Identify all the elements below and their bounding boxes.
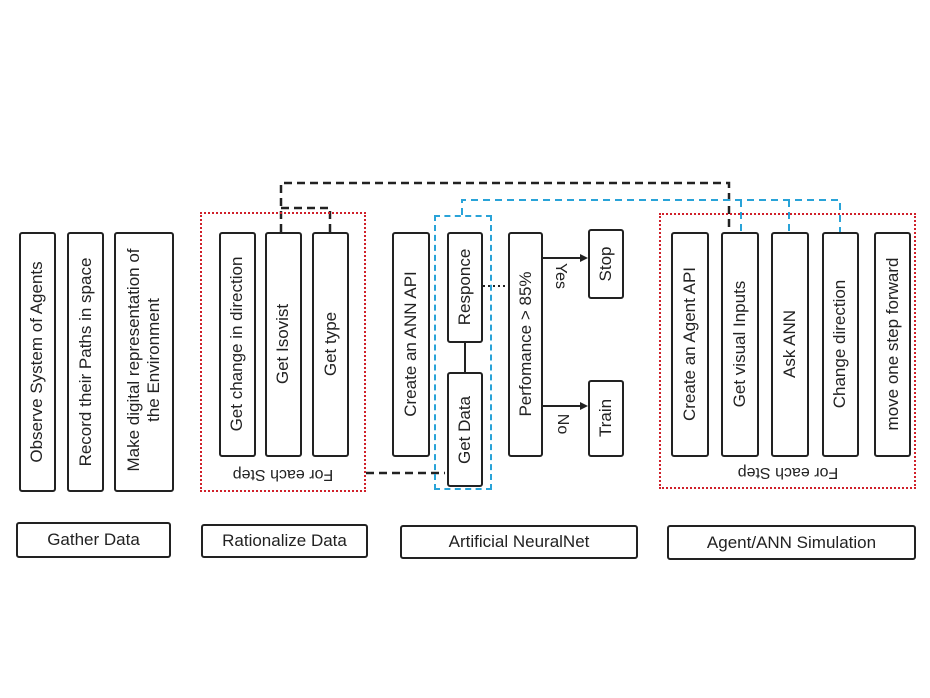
simulation-loop-border xyxy=(659,213,916,489)
digital-representation-box xyxy=(114,232,174,492)
ann-link xyxy=(461,199,841,232)
isovist-text: Get Isovist xyxy=(273,303,292,385)
data-link-top xyxy=(279,181,731,232)
no-label: No xyxy=(554,413,571,435)
get-data-box xyxy=(447,372,483,487)
ask-ann-box xyxy=(771,232,809,457)
rationalize-loop-border xyxy=(200,212,366,492)
stop-box xyxy=(588,229,624,299)
ann-response-group xyxy=(434,215,492,490)
train-box xyxy=(588,380,624,457)
ann-label: Artificial NeuralNet xyxy=(400,525,638,559)
performance-text: Perfomance > 85% xyxy=(516,271,535,417)
simulation-loop-label: For each Step xyxy=(737,464,839,481)
record-paths-box xyxy=(67,232,104,492)
stop-text: Stop xyxy=(596,246,615,282)
create-agent-text: Create an Agent API xyxy=(680,266,699,422)
train-text: Train xyxy=(596,398,615,438)
visual-inputs-text: Get visual Inputs xyxy=(730,280,749,408)
get-data-text: Get Data xyxy=(455,395,474,465)
create-agent-box xyxy=(671,232,709,457)
type-box xyxy=(312,232,349,457)
change-direction-text: Get change in direction xyxy=(227,256,246,432)
rationalize-data-label: Rationalize Data xyxy=(201,524,368,558)
ask-ann-text: Ask ANN xyxy=(780,309,799,379)
arrow-yes-head xyxy=(580,254,588,262)
change-direction-sim-box xyxy=(822,232,859,457)
digital-representation-text: Make digital representation of the Envir… xyxy=(124,248,163,472)
change-direction-box xyxy=(219,232,256,457)
type-text: Get type xyxy=(321,311,340,377)
observe-agents-box xyxy=(19,232,56,492)
rationalize-loop-label: For each Step xyxy=(232,466,334,483)
yes-label: Yes xyxy=(552,262,569,290)
response-text: Responce xyxy=(455,248,474,326)
observe-agents-text: Observe System of Agents xyxy=(27,261,46,463)
response-box xyxy=(447,232,483,343)
performance-box xyxy=(508,232,543,457)
arrow-no-head xyxy=(580,402,588,410)
create-ann-box xyxy=(392,232,430,457)
isovist-box xyxy=(265,232,302,457)
move-step-text: move one step forward xyxy=(883,257,902,431)
data-link-top-branch xyxy=(281,206,332,232)
change-direction-sim-text: Change direction xyxy=(830,279,849,409)
create-ann-text: Create an ANN API xyxy=(401,271,420,417)
record-paths-text: Record their Paths in space xyxy=(76,257,95,467)
visual-inputs-box xyxy=(721,232,759,457)
simulation-label: Agent/ANN Simulation xyxy=(667,525,916,560)
gather-data-label: Gather Data xyxy=(16,522,171,558)
move-step-box xyxy=(874,232,911,457)
